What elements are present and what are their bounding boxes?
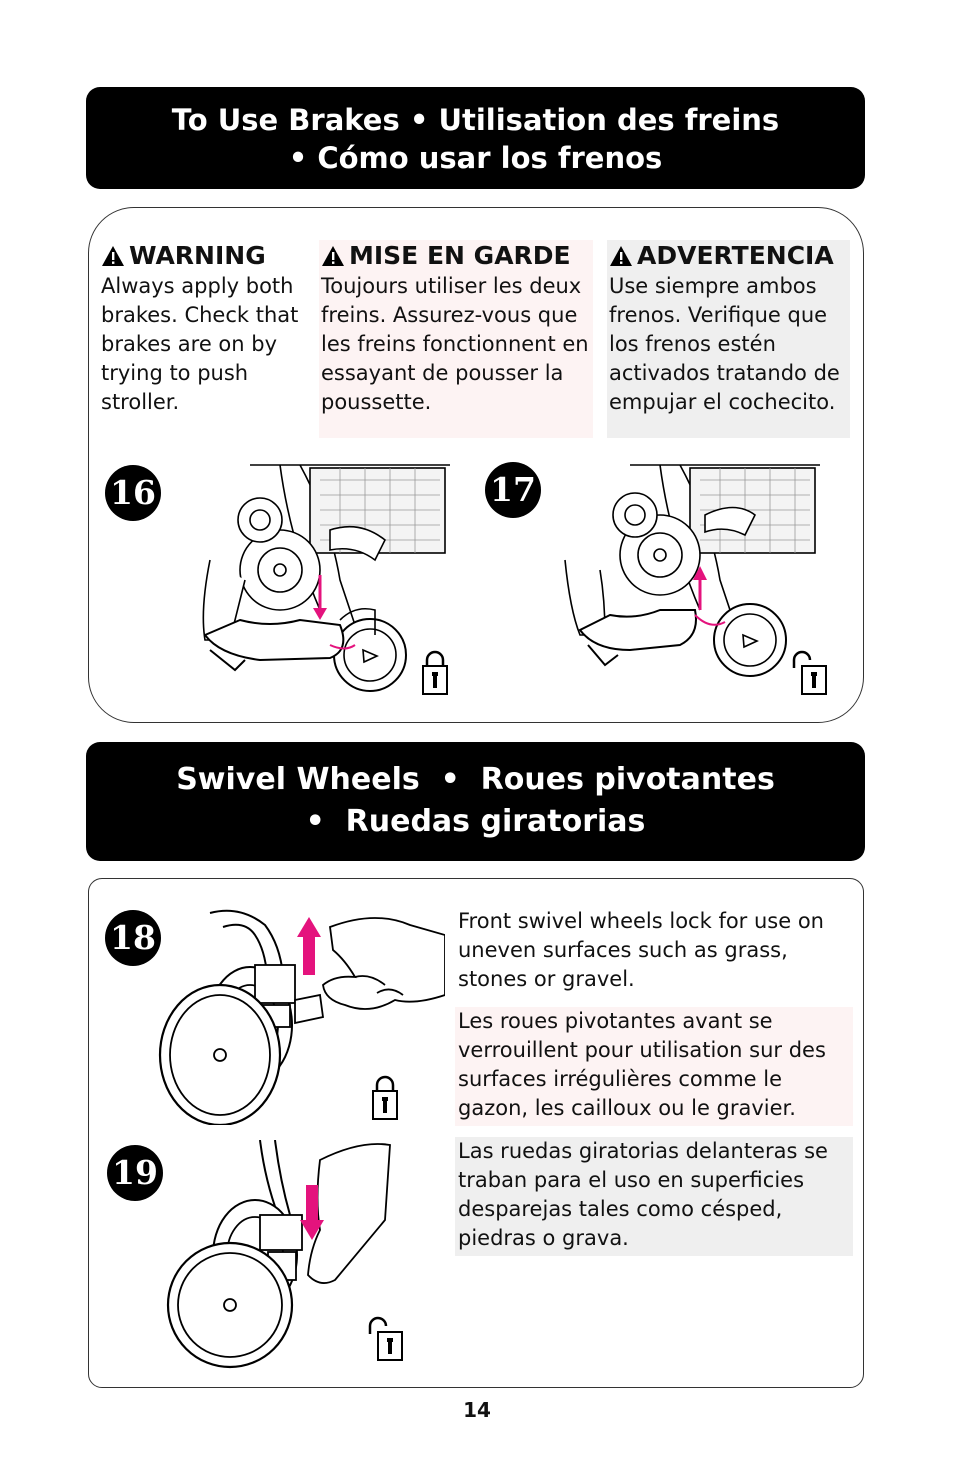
swivel-unlock-illustration [166,1140,403,1369]
warning-spanish-heading: ADVERTENCIA [609,240,850,272]
warning-en-heading-text: WARNING [129,241,266,270]
warning-fr-text: Toujours utiliser les deux freins. Assur… [321,274,589,414]
warning-french-heading: MISE EN GARDE [321,240,593,272]
swivel-en-paragraph: Front swivel wheels lock for use on unev… [458,909,824,991]
swivel-title-line2: • Ruedas giratorias [305,804,646,839]
swivel-es-paragraph: Las ruedas giratorias delanteras se trab… [458,1139,828,1250]
step-17-badge: 17 [485,462,541,518]
swivel-section-banner: Swivel Wheels • Roues pivotantes • Rueda… [86,742,865,861]
warning-es-text: Use siempre ambos frenos. Verifique que … [609,274,840,414]
page-number: 14 [463,1398,491,1422]
swivel-lock-illustration [158,909,445,1125]
warning-spanish: ADVERTENCIA Use siempre ambos frenos. Ve… [607,240,850,438]
warning-triangle-icon [102,246,124,266]
step-16-badge: 16 [105,465,161,521]
swivel-text-english: Front swivel wheels lock for use on unev… [455,907,853,994]
warning-french: MISE EN GARDE Toujours utiliser les deux… [319,240,593,438]
warning-triangle-icon [610,246,632,266]
brake-release-illustration [564,464,827,695]
brakes-title-line2: • Cómo usar los frenos [288,141,663,175]
lock-open-icon [368,1316,403,1361]
brake-engage-illustration [202,464,450,695]
brakes-title-line1: To Use Brakes • Utilisation des freins [171,103,780,137]
step-18-badge: 18 [105,910,161,966]
swivel-fr-paragraph: Les roues pivotantes avant se verrouille… [458,1009,826,1120]
warning-english: WARNING Always apply both brakes. Check … [101,240,306,417]
swivel-text-spanish: Las ruedas giratorias delanteras se trab… [455,1137,853,1256]
swivel-text-french: Les roues pivotantes avant se verrouille… [455,1007,853,1126]
warning-en-text: Always apply both brakes. Check that bra… [101,274,299,414]
step-19-badge: 19 [107,1145,163,1201]
warning-es-heading-text: ADVERTENCIA [637,241,834,270]
brakes-section-banner: To Use Brakes • Utilisation des freins •… [86,87,865,189]
swivel-title-line1: Swivel Wheels • Roues pivotantes [176,762,775,797]
warning-fr-heading-text: MISE EN GARDE [349,241,571,270]
warning-triangle-icon [322,246,344,266]
lock-closed-icon [422,650,448,695]
lock-closed-icon [372,1075,398,1120]
lock-open-icon [792,650,827,695]
warning-english-heading: WARNING [101,240,306,272]
